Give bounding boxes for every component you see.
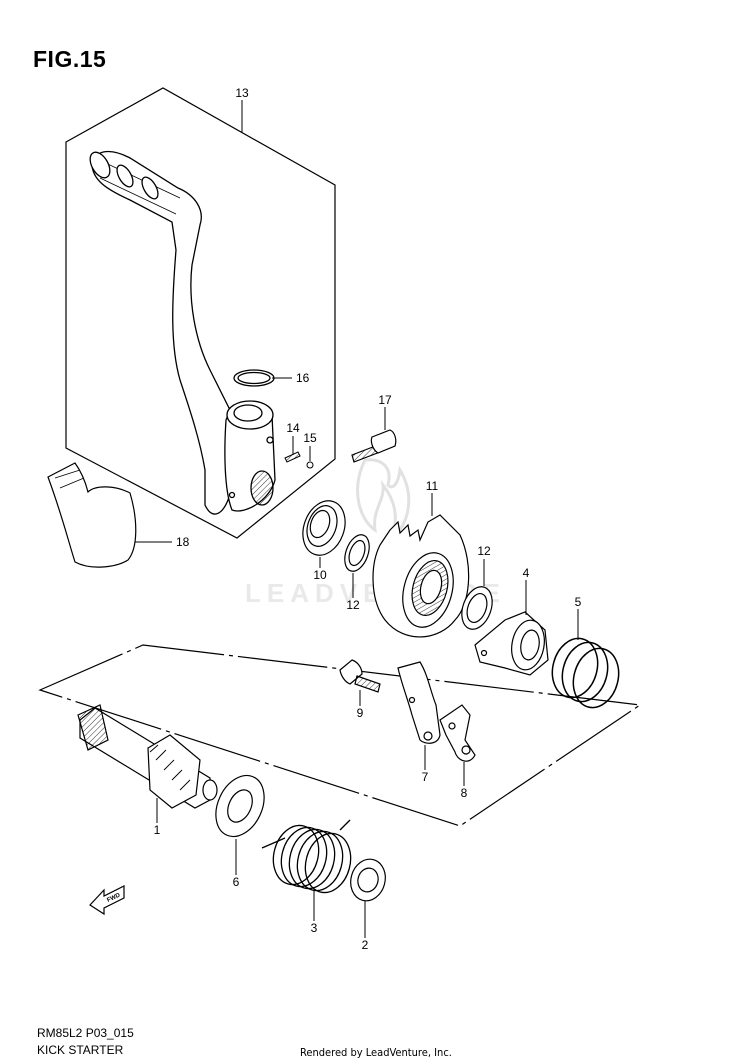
kick-starter-lever bbox=[89, 150, 276, 515]
callout-3: 3 bbox=[311, 921, 318, 935]
forward-arrow-icon: FWD bbox=[89, 885, 125, 916]
callout-numbers: 13 16 14 15 17 11 18 10 12 12 4 5 9 7 8 … bbox=[154, 86, 582, 952]
stopper-plate bbox=[397, 661, 441, 744]
oil-seal bbox=[302, 500, 346, 556]
ratchet-spring bbox=[551, 637, 620, 709]
washer-12-left bbox=[344, 534, 370, 572]
bolt-17 bbox=[351, 429, 397, 463]
guide-2 bbox=[350, 858, 386, 902]
washer-12-right bbox=[461, 586, 493, 630]
callout-2: 2 bbox=[362, 938, 369, 952]
forward-arrow-label: FWD bbox=[106, 892, 122, 903]
callout-13: 13 bbox=[235, 86, 249, 100]
callout-4: 4 bbox=[523, 566, 530, 580]
kick-starter-spring bbox=[261, 819, 352, 894]
lever-assembly-box bbox=[65, 87, 336, 539]
ratchet bbox=[474, 611, 549, 676]
callout-14: 14 bbox=[286, 421, 300, 435]
bolt-9 bbox=[339, 659, 381, 693]
callout-12-right: 12 bbox=[477, 544, 491, 558]
callout-16: 16 bbox=[296, 371, 310, 385]
callout-18: 18 bbox=[176, 535, 190, 549]
kick-starter-shaft bbox=[77, 704, 218, 809]
washer-6 bbox=[215, 774, 265, 838]
section-name: KICK STARTER bbox=[37, 1043, 124, 1057]
callout-7: 7 bbox=[422, 770, 429, 784]
callout-12-left: 12 bbox=[346, 598, 360, 612]
circlip bbox=[233, 369, 275, 387]
guide-plate bbox=[439, 704, 476, 762]
model-code: RM85L2 P03_015 bbox=[37, 1026, 134, 1040]
callout-17: 17 bbox=[378, 393, 392, 407]
lever-cover bbox=[47, 462, 137, 568]
render-credit: Rendered by LeadVenture, Inc. bbox=[300, 1046, 452, 1059]
callout-1: 1 bbox=[154, 823, 161, 837]
callout-6: 6 bbox=[233, 875, 240, 889]
callout-8: 8 bbox=[461, 786, 468, 800]
ball-15 bbox=[306, 461, 314, 469]
callout-5: 5 bbox=[575, 595, 582, 609]
shaft-assembly-box bbox=[38, 644, 642, 827]
bolt-14 bbox=[284, 451, 301, 463]
callout-9: 9 bbox=[357, 706, 364, 720]
idle-gear bbox=[372, 514, 470, 638]
callout-15: 15 bbox=[303, 431, 317, 445]
leader-lines bbox=[135, 100, 579, 938]
callout-10: 10 bbox=[313, 568, 327, 582]
callout-11: 11 bbox=[426, 479, 439, 493]
figure-title: FIG.15 bbox=[33, 46, 107, 72]
